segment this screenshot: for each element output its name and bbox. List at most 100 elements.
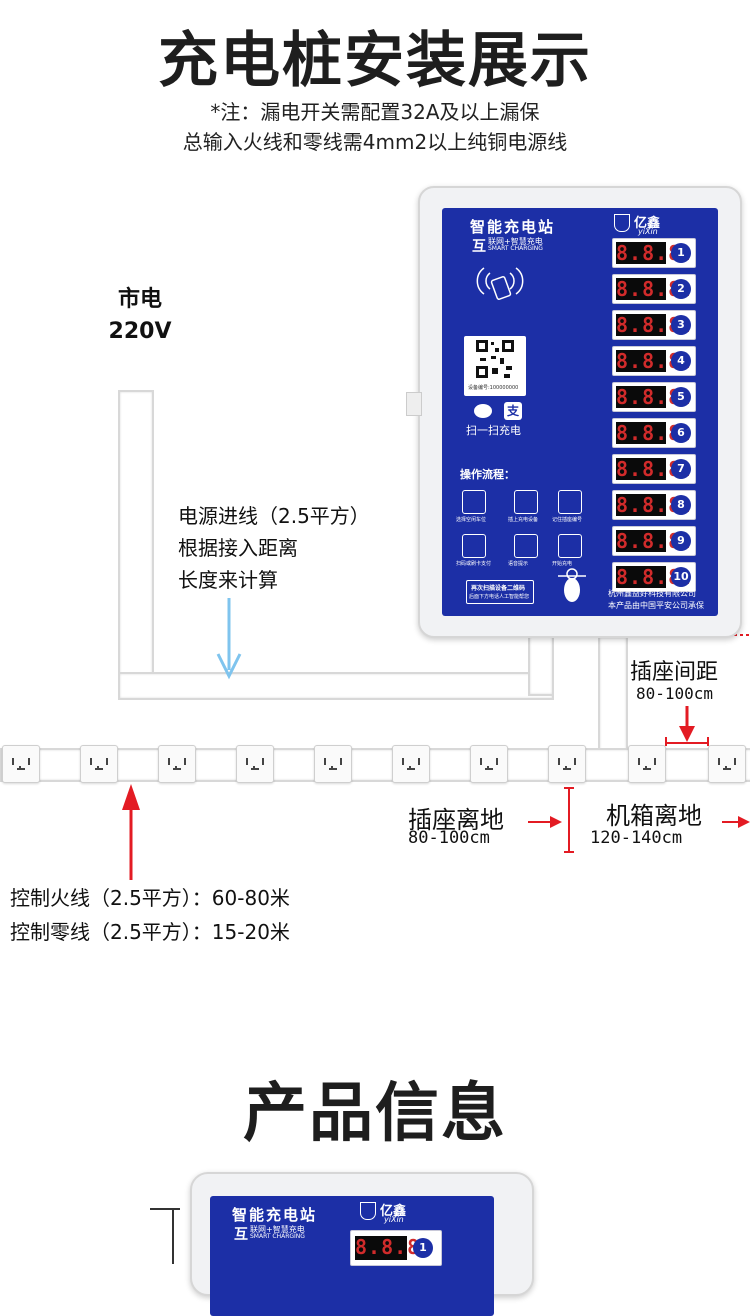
control-neutral-wire: 控制零线（2.5平方）：15-20米 — [10, 920, 290, 944]
dimension-tick — [150, 1208, 180, 1210]
socket-hole — [340, 758, 342, 765]
socket-spacing-label: 插座间距 — [630, 660, 719, 685]
product-logo-text: 亿鑫 — [380, 1204, 407, 1219]
socket-hole — [246, 758, 248, 765]
product-cabinet: 智能充电站 互 联网+智慧充电 SMART CHARGING 亿鑫 yiXin … — [190, 1172, 534, 1316]
socket-hole — [12, 758, 14, 765]
rescan-line2: 后面下方电话人工智能帮您 — [469, 594, 530, 600]
socket-outlet — [80, 745, 118, 783]
brand-name: 智能充电站 — [470, 218, 556, 236]
logo-text: 亿鑫 — [634, 216, 661, 231]
channel-display: 8.8.8.2 — [612, 274, 696, 304]
channel-number: 5 — [671, 387, 691, 407]
channel-display: 8.8.8.1 — [612, 238, 696, 268]
section-title-product: 产品信息 — [243, 1077, 507, 1151]
qr-code[interactable]: 设备编号:100000000 — [464, 336, 526, 396]
rescan-line1: 再次扫描设备二维码 — [471, 585, 526, 592]
channel-display: 8.8.8.9 — [612, 526, 696, 556]
socket-hole — [574, 758, 576, 765]
channel-display: 8.8.8.5 — [612, 382, 696, 412]
flow-step-icon — [514, 534, 538, 558]
socket-outlet — [158, 745, 196, 783]
flow-step-icon — [558, 534, 582, 558]
spacing-arrow-icon — [665, 706, 709, 746]
socket-hole — [168, 758, 170, 765]
socket-outlet — [2, 745, 40, 783]
channel-number: 3 — [671, 315, 691, 335]
socket-hole — [485, 768, 493, 770]
flow-step-label: 语音提示 — [508, 561, 529, 567]
channel-display: 8.8.8.7 — [612, 454, 696, 484]
socket-hole — [253, 766, 255, 768]
red-up-arrow-icon — [122, 784, 140, 880]
socket-hole — [565, 766, 567, 768]
socket-hole — [95, 768, 103, 770]
socket-outlet — [236, 745, 274, 783]
flow-step-label: 记住插座编号 — [552, 517, 583, 523]
cabinet-height-value: 120-140cm — [590, 828, 683, 848]
socket-hole — [723, 768, 731, 770]
channel-number: 9 — [671, 531, 691, 551]
socket-hole — [90, 758, 92, 765]
product-channel-display: 8.8.8. 1 — [350, 1230, 442, 1266]
brand-sub-english: SMART CHARGING — [488, 245, 543, 252]
product-panel: 智能充电站 互 联网+智慧充电 SMART CHARGING 亿鑫 yiXin … — [210, 1196, 494, 1316]
socket-spacing-value: 80-100cm — [636, 684, 714, 703]
flow-step-icon — [558, 490, 582, 514]
socket-hole — [184, 758, 186, 765]
socket-hole — [251, 768, 259, 770]
flow-step-icon — [514, 490, 538, 514]
display-digits: 8.8.8. — [616, 421, 695, 445]
socket-hole — [725, 766, 727, 768]
socket-height-value: 80-100cm — [408, 828, 490, 848]
company-name: 杭州鑫益好科技有限公司 — [608, 589, 696, 598]
socket-hole — [402, 758, 404, 765]
qr-code-icon — [476, 340, 514, 378]
socket-outlet — [548, 745, 586, 783]
mains-pipe-vertical — [118, 390, 154, 694]
product-brand-sub-icon: 互 — [234, 1227, 248, 1243]
socket-hole — [645, 766, 647, 768]
flow-title: 操作流程： — [460, 468, 515, 481]
blue-arrow-icon — [216, 598, 242, 680]
power-input-line1: 电源进线（2.5平方） — [178, 504, 370, 528]
cabinet-height-arrow-icon — [722, 816, 750, 828]
socket-hole — [418, 758, 420, 765]
socket-hole — [643, 768, 651, 770]
display-digits: 8.8.8. — [616, 565, 695, 589]
page-title: 充电桩安装展示 — [158, 26, 592, 96]
socket-outlet — [470, 745, 508, 783]
display-digits: 8.8.8. — [616, 385, 695, 409]
display-digits: 8.8.8. — [616, 493, 695, 517]
power-input-line3: 长度来计算 — [178, 568, 278, 592]
display-digits: 8.8.8. — [616, 349, 695, 373]
charging-cabinet: 智能充电站 互 联网+智慧充电 SMART CHARGING 亿鑫 yiXin — [406, 186, 742, 638]
display-digits: 8.8.8. — [616, 529, 695, 553]
socket-hole — [329, 768, 337, 770]
flow-step-label: 扫码或刷卡支付 — [456, 561, 492, 567]
product-shield-icon — [360, 1202, 376, 1220]
flow-step-label: 插上充电设备 — [508, 517, 539, 523]
mains-label-line2: 220V — [108, 319, 172, 344]
display-digits: 8.8.8. — [616, 241, 695, 265]
mains-label-line1: 市电 — [117, 287, 162, 312]
channel-display: 8.8.8.10 — [612, 562, 696, 592]
rescan-note: 再次扫描设备二维码 后面下方电话人工智能帮您 — [466, 580, 534, 604]
socket-hole — [654, 758, 656, 765]
power-input-line2: 根据接入距离 — [178, 536, 298, 560]
channel-number: 4 — [671, 351, 691, 371]
socket-hole — [331, 766, 333, 768]
socket-hole — [19, 766, 21, 768]
channel-display: 8.8.8.8 — [612, 490, 696, 520]
socket-outlet — [314, 745, 352, 783]
channel-display: 8.8.8.4 — [612, 346, 696, 376]
display-digits: 8.8.8. — [616, 457, 695, 481]
flow-step-label: 开始充电 — [552, 561, 573, 567]
cabinet-panel: 智能充电站 互 联网+智慧充电 SMART CHARGING 亿鑫 yiXin — [442, 208, 718, 616]
channel-number: 7 — [671, 459, 691, 479]
display-digits: 8.8.8. — [616, 313, 695, 337]
flow-step-label: 选择空闲车位 — [456, 517, 487, 523]
brand-sub-line: 联网+智慧充电 — [488, 237, 543, 246]
socket-hole — [563, 768, 571, 770]
flow-step-icon — [462, 534, 486, 558]
